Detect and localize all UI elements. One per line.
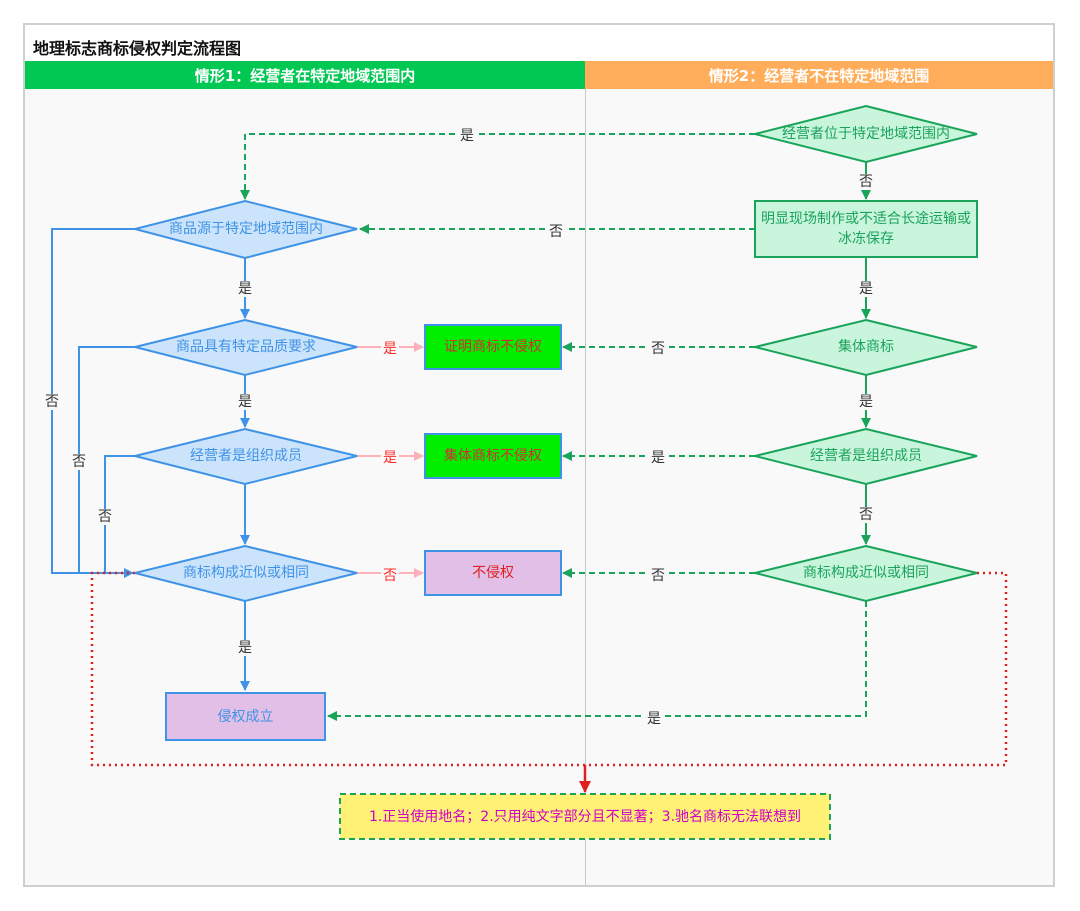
result-infr-box xyxy=(165,692,326,741)
label-no-member-left: 否 xyxy=(96,509,114,525)
lane-header-case1: 情形1：经营者在特定地域范围内 xyxy=(25,61,585,89)
left-decision-quality xyxy=(134,318,358,377)
label-yes-to-coll: 是 xyxy=(381,450,399,466)
label-yes-onsite: 是 xyxy=(857,281,875,297)
right-decision-similar xyxy=(754,544,978,603)
result-cert-box xyxy=(424,324,562,370)
left-decision-origin xyxy=(131,199,358,260)
label-no-member-right: 否 xyxy=(857,507,875,523)
lane-header-case2: 情形2：经营者不在特定地域范围 xyxy=(585,61,1053,89)
label-no-location: 否 xyxy=(857,174,875,190)
label-no-similar-right: 否 xyxy=(649,568,667,584)
edge-ld3-no-loop xyxy=(104,455,135,573)
label-no-collective: 否 xyxy=(649,341,667,357)
label-yes-to-cert: 是 xyxy=(381,341,399,357)
result-coll-box xyxy=(424,433,562,479)
lane-divider xyxy=(585,89,586,885)
edge-rd4-to-infr xyxy=(327,601,867,721)
result-none-box xyxy=(424,550,562,596)
label-yes-similar-right: 是 xyxy=(645,711,663,727)
edge-ld2-no-loop xyxy=(78,346,135,573)
title-bar xyxy=(25,25,1053,61)
label-no-to-none: 否 xyxy=(381,568,399,584)
right-decision-location xyxy=(754,104,978,164)
note-box xyxy=(339,793,831,840)
label-yes-collective: 是 xyxy=(857,394,875,410)
right-decision-member xyxy=(754,427,978,486)
edge-exception-left xyxy=(90,571,585,767)
edge-rd1-to-leftd1 xyxy=(240,133,755,200)
left-decision-member xyxy=(134,427,358,486)
label-yes-origin: 是 xyxy=(236,281,254,297)
label-yes-similar-left: 是 xyxy=(236,640,254,656)
label-yes-member-right: 是 xyxy=(649,450,667,466)
edge-ld1-no-loop xyxy=(51,228,135,578)
diagram-title: 地理标志商标侵权判定流程图 xyxy=(33,39,242,58)
left-decision-similar xyxy=(134,544,358,603)
label-yes-quality: 是 xyxy=(236,394,254,410)
label-no-origin: 否 xyxy=(43,394,61,410)
right-decision-collective xyxy=(754,318,978,377)
label-yes-location: 是 xyxy=(458,128,476,144)
label-no-onsite: 否 xyxy=(547,224,565,240)
label-no-quality: 否 xyxy=(70,454,88,470)
edge-exception-right xyxy=(585,571,1008,767)
right-process-onsite xyxy=(754,200,978,258)
